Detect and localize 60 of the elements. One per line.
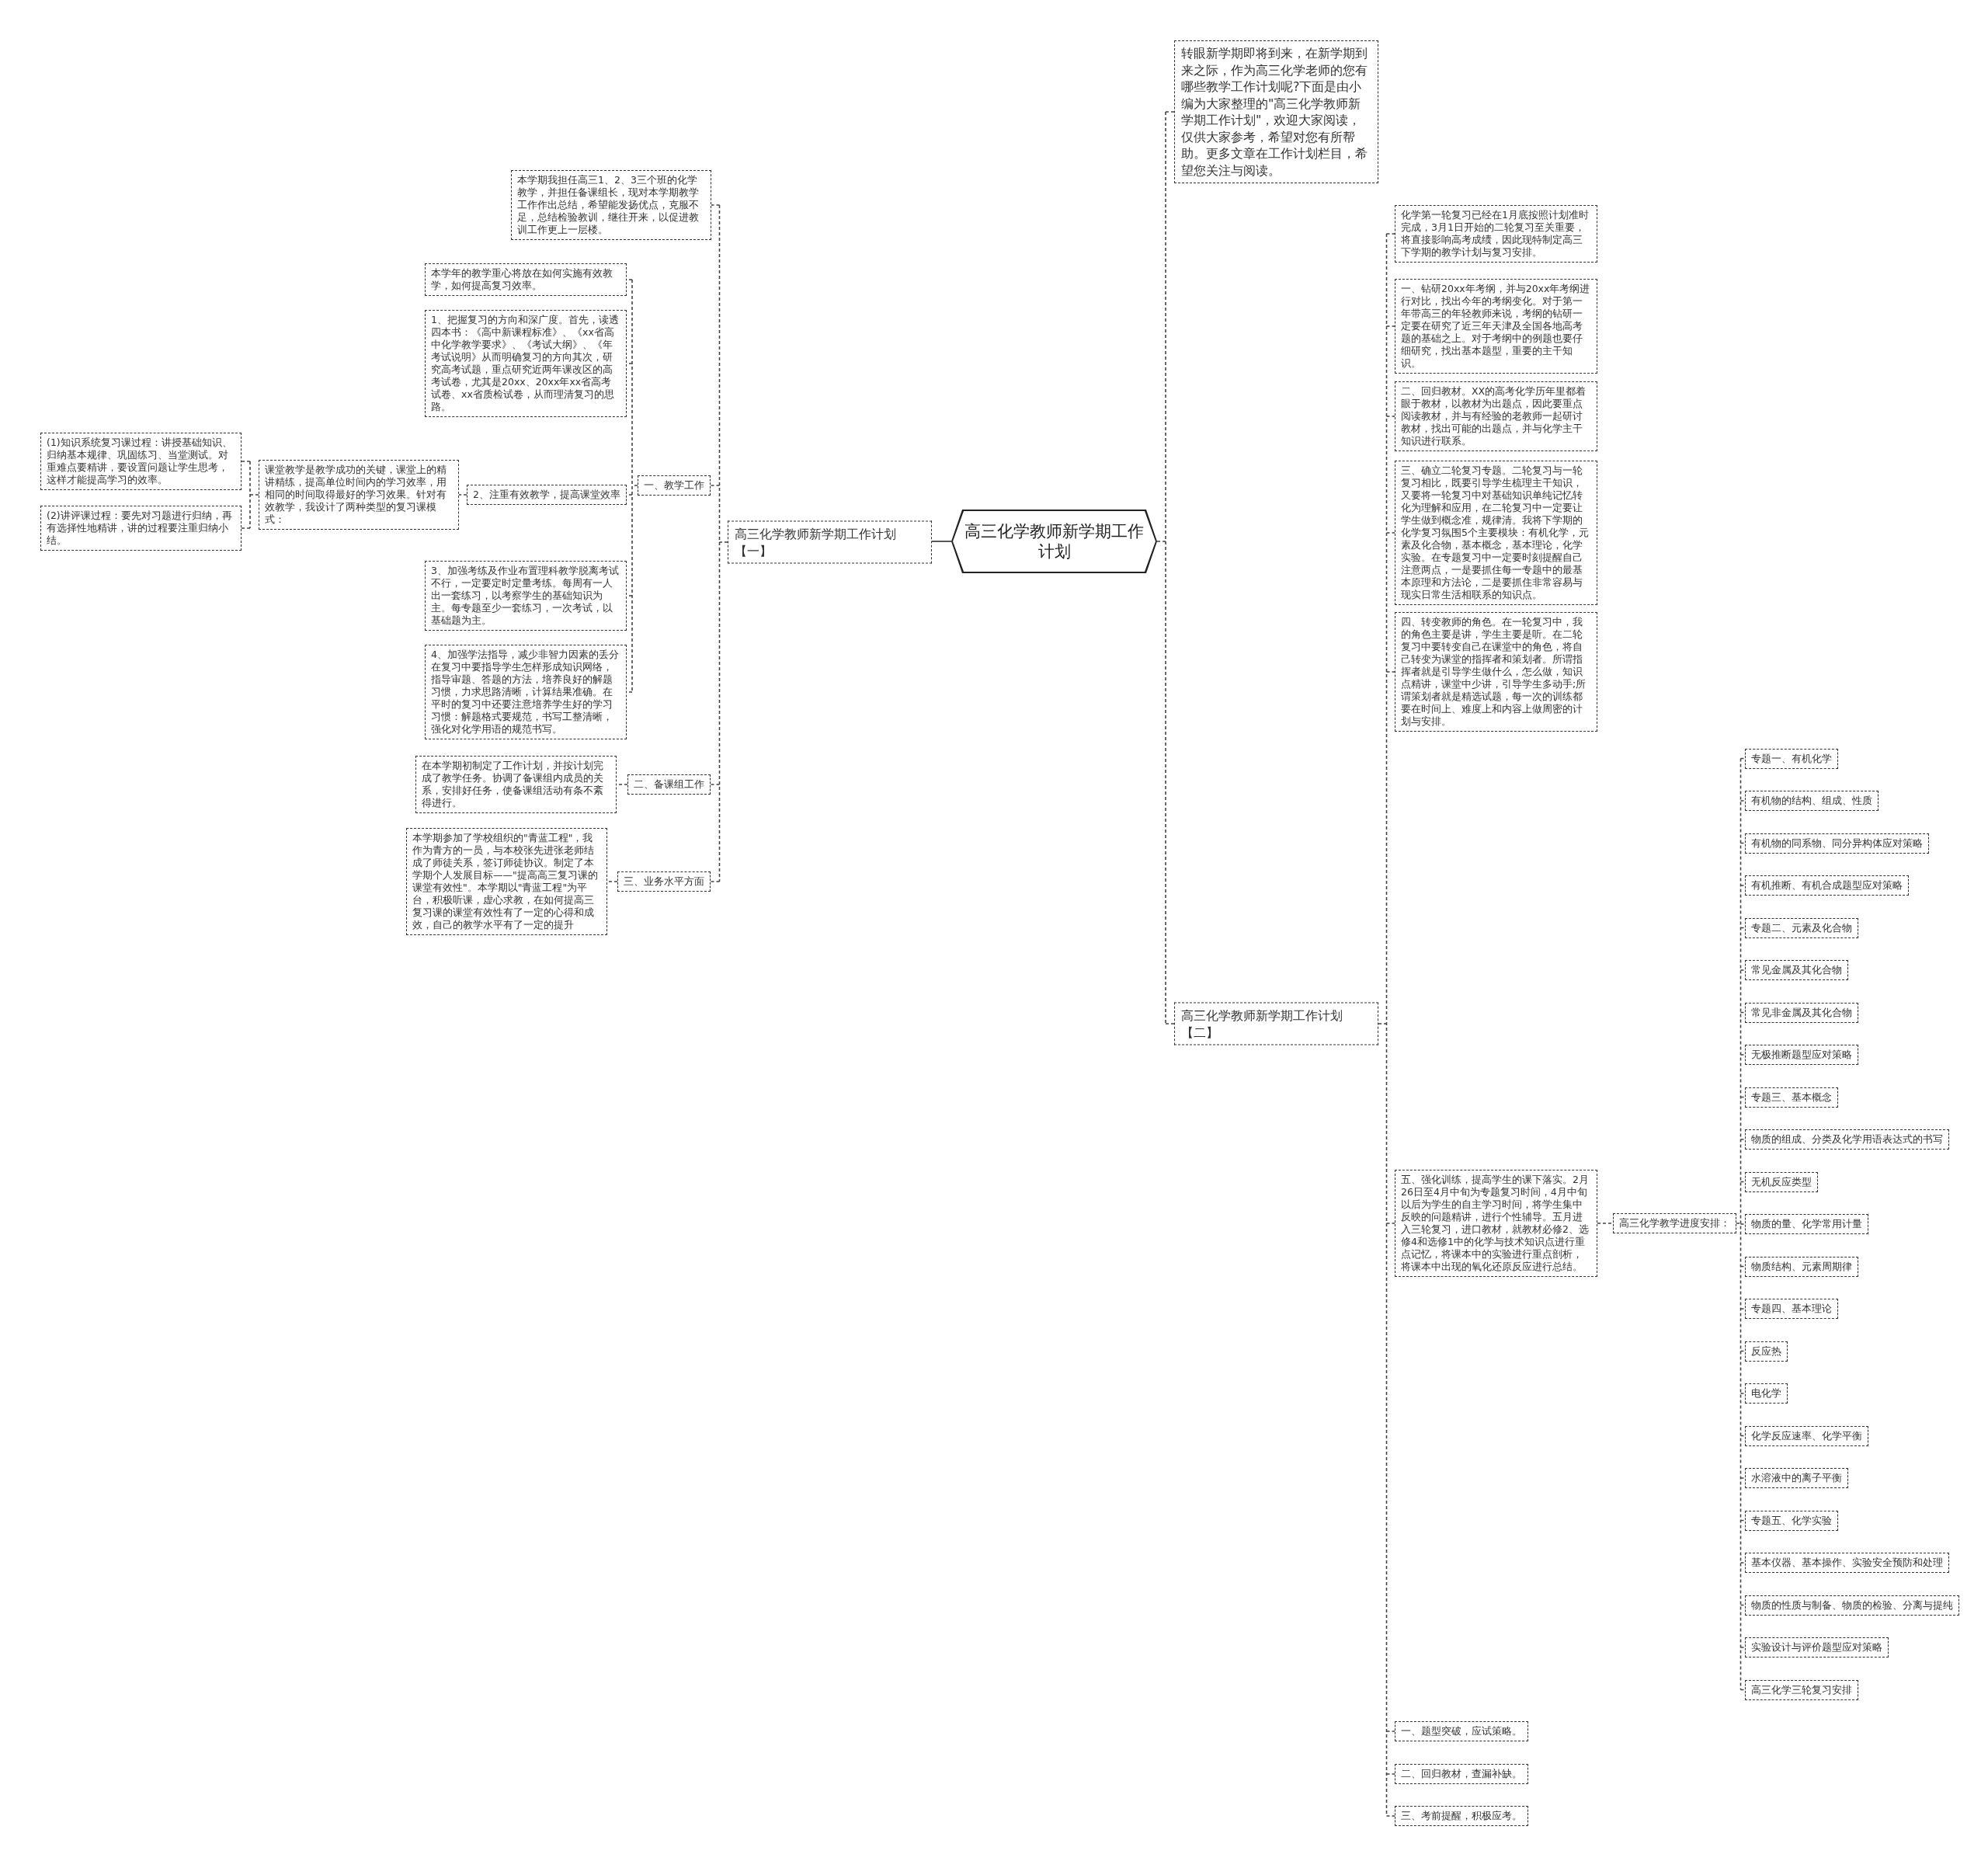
topic-box: 专题二、元素及化合物: [1745, 917, 1858, 938]
connector-line: [931, 541, 952, 542]
central-topic: 高三化学教师新学期工作计划: [951, 510, 1157, 573]
topic-box: 1、把握复习的方向和深广度。首先，读透四本书：《高中新课程标准》、《xx省高中化学教学要求》、《考试大纲》、《年考试说明》从而明确复习的方向其次，研究高考试题，重点研究近两年课改区的高考试卷，尤其是20xx、20xx年xx省高考试卷、xx省质检试卷，从而理清复习的思路。: [425, 310, 627, 417]
connector-line: [1378, 233, 1395, 1817]
topic-box: 化学反应速率、化学平衡: [1745, 1425, 1868, 1446]
topic-box: 高三化学三轮复习安排: [1745, 1679, 1858, 1700]
branch-topic: 高三化学教师新学期工作计划【二】: [1174, 1002, 1378, 1045]
topic-box: 反应热: [1745, 1341, 1788, 1362]
topic-box: 一、题型突破，应试策略。: [1395, 1721, 1528, 1741]
topic-box: 三、考前提醒，积极应考。: [1395, 1806, 1528, 1826]
topic-box: 有机推断、有机合成题型应对策略: [1745, 875, 1909, 896]
topic-box: 三、业务水平方面: [617, 871, 711, 892]
topic-box: 二、回归教材。XX的高考化学历年里都着眼于教材，以教材为出题点，因此要重点阅读教材，并与有经验的老教师一起研讨教材，找出可能的出题点，并与化学主干知识进行联系。: [1395, 381, 1597, 451]
topic-box: 常见非金属及其化合物: [1745, 1002, 1858, 1023]
branch-topic: 转眼新学期即将到来，在新学期到来之际，作为高三化学老师的您有哪些教学工作计划呢?下面是由小编为大家整理的"高三化学教师新学期工作计划"，欢迎大家阅读，仅供大家参考，希望对您有所帮助。更多文章在工作计划栏目，希望您关注与阅读。: [1174, 40, 1378, 183]
topic-box: 专题四、基本理论: [1745, 1299, 1838, 1319]
topic-box: 本学期参加了学校组织的"青蓝工程"，我作为青方的一员，与本校张先进张老师结成了师徒关系，签订师徒协议。制定了本学期个人发展目标——"提高高三复习课的课堂有效性"。本学期以"青蓝工程"为平台，积极听课，虚心求教，在如何提高三复习课的课堂有效性有了一定的心得和成效，自己的教学水平有了一定的提升: [406, 828, 607, 935]
connector-line: [710, 204, 728, 882]
topic-box: 二、备课组工作: [627, 774, 711, 795]
topic-box: 四、转变教师的角色。在一轮复习中，我的角色主要是讲，学生主要是听。在二轮复习中要转变自己在课堂中的角色，将自己转变为课堂的指挥者和策划者。所谓指挥者就是引导学生做什么，怎么做，知识点精讲，课堂中少讲，引导学生多动手;所谓策划者就是精选试题，每一次的训练都要在时间上、难度上和内容上做周密的计划与安排。: [1395, 612, 1597, 732]
topic-box: 物质的组成、分类及化学用语表达式的书写: [1745, 1129, 1949, 1150]
topic-box: 本学年的教学重心将放在如何实施有效教学，如何提高复习效率。: [425, 263, 627, 296]
topic-box: 三、确立二轮复习专题。二轮复习与一轮复习相比，既要引导学生梳理主干知识，又要将一轮复习中对基础知识单纯记忆转化为理解和应用，在二轮复习中一定要让学生做到概念准，规律清。我将下学期的化学复习氛围5个主要模块：有机化学，元素及化合物，基本概念，基本理论，化学实验。在专题复习中一定要时刻提醒自己注意两点，一是要抓住每一专题中的最基本原理和方法论，二是要抓住非常容易与现实日常生活相联系的知识点。: [1395, 461, 1597, 605]
topic-box: 实验设计与评价题型应对策略: [1745, 1637, 1889, 1658]
topic-box: 在本学期初制定了工作计划，并按计划完成了教学任务。协调了备课组内成员的关系，安排好任务，使备课组活动有条不紊得进行。: [415, 756, 617, 813]
topic-box: (2)讲评课过程：要先对习题进行归纳，再有选择性地精讲，讲的过程要注重归纳小结。: [40, 506, 242, 551]
topic-box: 水溶液中的离子平衡: [1745, 1468, 1848, 1488]
connector-line: [1156, 111, 1175, 1024]
connector-line: [606, 881, 618, 882]
branch-topic: 高三化学教师新学期工作计划【一】: [728, 520, 932, 564]
topic-box: 一、钻研20xx年考纲，并与20xx年考纲进行对比，找出今年的考纲变化。对于第一年带高三的年轻教师来说，考纲的钻研一定要在研究了近三年天津及全国各地高考题的基础之上。对于考纲中的例题也要仔细研究，找出基本题型，重要的主干知识。: [1395, 279, 1597, 374]
topic-box: 二、回归教材，查漏补缺。: [1395, 1764, 1528, 1784]
topic-box: 基本仪器、基本操作、实验安全预防和处理: [1745, 1553, 1949, 1573]
topic-box: 专题五、化学实验: [1745, 1510, 1838, 1531]
topic-box: 物质的量、化学常用计量: [1745, 1214, 1868, 1234]
topic-box: 一、教学工作: [638, 475, 711, 496]
topic-box: 物质结构、元素周期律: [1745, 1256, 1858, 1277]
topic-box: 本学期我担任高三1、2、3三个班的化学教学，并担任备课组长，现对本学期教学工作作出总结，希望能发扬优点，克服不足，总结检验教训，继往开来，以促进教训工作更上一层楼。: [511, 170, 711, 240]
topic-box: 有机物的同系物、同分异构体应对策略: [1745, 833, 1929, 854]
connector-line: [241, 461, 259, 529]
connector-line: [1736, 757, 1746, 1691]
topic-box: 3、加强考练及作业布置理科教学脱离考试不行，一定要定时定量考练。每周有一人出一套练习，以考察学生的基础知识为主。每专题至少一套练习，一次考试，以基础题为主。: [425, 561, 627, 631]
connector-line: [458, 494, 467, 496]
topic-box: 专题一、有机化学: [1745, 748, 1838, 769]
topic-box: 专题三、基本概念: [1745, 1087, 1838, 1108]
topic-box: 4、加强学法指导，减少非智力因素的丢分在复习中要指导学生怎样形成知识网络，指导审题、答题的方法，培养良好的解题习惯，力求思路清晰，计算结果准确。在平时的复习中还要注意培养学生好的学习习惯：解题格式要规范，书写工整清晰，强化对化学用语的规范书写。: [425, 645, 627, 739]
topic-box: 有机物的结构、组成、性质: [1745, 791, 1879, 811]
topic-box: 五、强化训练，提高学生的课下落实。2月26日至4月中旬为专题复习时间，4月中旬以后为学生的自主学习时间，将学生集中反映的问题精讲，进行个性辅导。五月进入三轮复习，进口教材，就教材必修2、选修4和选修1中的化学与技术知识点进行重点记忆，将课本中的实验进行重点剖析，将课本中出现的氧化还原反应进行总结。: [1395, 1170, 1597, 1277]
topic-box: 高三化学教学进度安排：: [1613, 1213, 1736, 1233]
topic-box: 2、注重有效教学，提高课堂效率: [467, 485, 627, 505]
topic-box: 无机反应类型: [1745, 1171, 1818, 1192]
topic-box: 化学第一轮复习已经在1月底按照计划准时完成，3月1日开始的二轮复习至关重要，将直接影响高考成绩，因此现特制定高三下学期的教学计划与复习安排。: [1395, 205, 1597, 263]
topic-box: 无极推断题型应对策略: [1745, 1045, 1858, 1065]
connector-line: [1597, 1223, 1614, 1224]
topic-box: (1)知识系统复习课过程：讲授基础知识、归纳基本规律、巩固练习、当堂测试。对重难点要精讲，要设置问题让学生思考，这样才能提高学习的效率。: [40, 433, 242, 490]
topic-box: 物质的性质与制备、物质的检验、分离与提纯: [1745, 1595, 1959, 1616]
topic-box: 常见金属及其化合物: [1745, 960, 1848, 980]
topic-box: 课堂教学是教学成功的关键，课堂上的精讲精练，提高单位时间内的学习效率，用相同的时间取得最好的学习效果。针对有效教学，我设计了两种类型的复习课模式：: [259, 460, 459, 530]
topic-box: 电化学: [1745, 1383, 1788, 1404]
